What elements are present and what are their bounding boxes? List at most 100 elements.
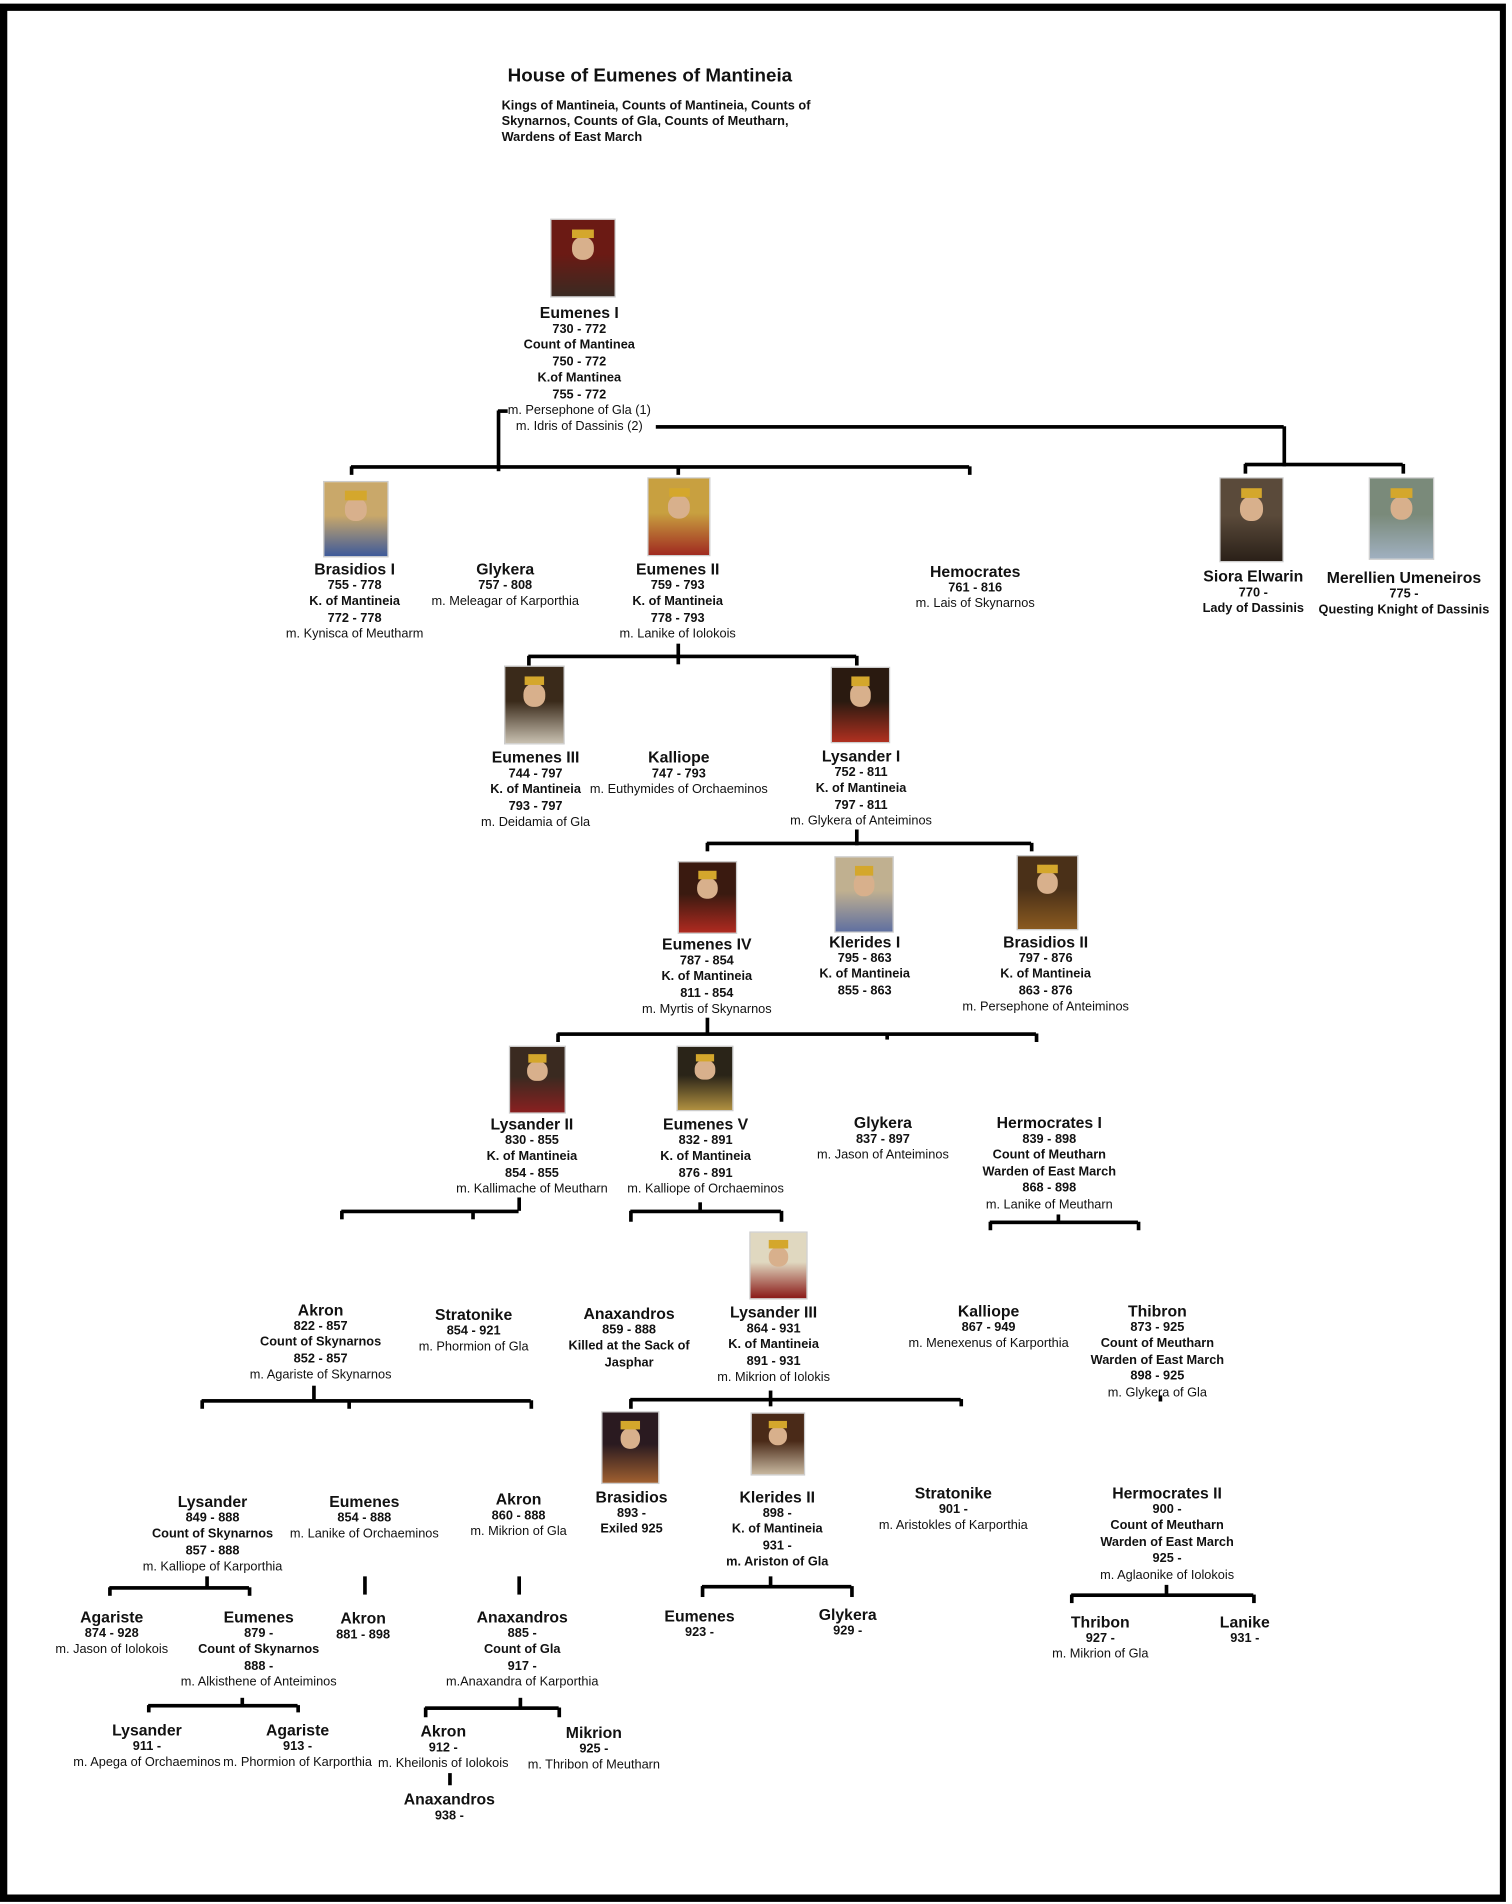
person-name: Eumenes I xyxy=(539,303,619,322)
tree-connector-line xyxy=(311,1385,316,1401)
tree-connector-line xyxy=(1400,463,1406,474)
tree-connector-line xyxy=(768,1576,773,1587)
person-marriage: m. Kalliope of Karporthia xyxy=(142,1559,283,1575)
person-detail: K. of Mantineia xyxy=(815,781,907,796)
person-marriage: m. Deidamia of Gla xyxy=(481,815,591,830)
person-marriage: m. Kynisca of Meutharm xyxy=(285,626,424,642)
face-shape xyxy=(1036,872,1059,895)
person-name: Hermocrates II xyxy=(1112,1484,1222,1503)
crown-icon xyxy=(768,1240,788,1249)
crown-icon xyxy=(620,1420,640,1430)
person-name: Klerides I xyxy=(829,932,901,951)
tree-connector-line xyxy=(854,829,859,846)
person-detail: 931 - xyxy=(762,1538,792,1554)
tree-title: House of Eumenes of Mantineia xyxy=(507,65,793,87)
person-detail: 857 - 888 xyxy=(185,1543,240,1558)
person-detail: 927 - xyxy=(1085,1631,1115,1646)
tree-connector-line xyxy=(423,1707,428,1718)
person-name: Lysander III xyxy=(730,1303,818,1322)
face-shape xyxy=(1240,496,1263,522)
person-marriage: m. Jason of Iolokois xyxy=(55,1642,169,1658)
person-detail: K. of Mantineia xyxy=(632,594,724,609)
person-detail: K. of Mantineia xyxy=(309,594,400,609)
crown-icon xyxy=(668,487,690,497)
person-detail: 876 - 891 xyxy=(678,1165,733,1181)
person-name: Stratonike xyxy=(435,1305,513,1324)
tree-connector-line xyxy=(628,1210,633,1222)
person-detail: 925 - xyxy=(1152,1551,1182,1566)
tree-connector-line xyxy=(516,1197,522,1211)
person-marriage: m. Kallimache of Meutharn xyxy=(456,1181,608,1197)
tree-connector-line xyxy=(204,1576,209,1588)
person-name: Akron xyxy=(495,1490,542,1509)
tree-connector-line xyxy=(1136,1221,1141,1231)
person-marriage: m. Kheilonis of Iolokois xyxy=(378,1756,509,1772)
person-detail: 770 - xyxy=(1238,585,1268,600)
person-detail: K. of Mantineia xyxy=(490,782,581,798)
tree-connector-line xyxy=(201,1398,531,1403)
crown-icon xyxy=(854,866,874,876)
tree-connector-line xyxy=(884,1033,889,1040)
person-marriage: m. Alkisthene of Anteiminos xyxy=(180,1675,337,1690)
tree-connector-line xyxy=(148,1703,298,1708)
crown-icon xyxy=(768,1420,787,1429)
tree-connector-line xyxy=(526,655,531,666)
person-detail: 917 - xyxy=(507,1658,537,1674)
person-detail: 795 - 863 xyxy=(837,950,892,966)
person-name: Glykera xyxy=(476,559,535,579)
portrait-image xyxy=(550,218,616,298)
person-detail: 881 - 898 xyxy=(336,1627,391,1642)
tree-connector-line xyxy=(675,466,681,475)
portrait-image xyxy=(601,1411,660,1485)
person-detail: Count of Gla xyxy=(483,1642,561,1658)
person-detail: Lady of Dassinis xyxy=(1202,601,1304,617)
tree-connector-line xyxy=(199,1400,205,1409)
tree-connector-line xyxy=(628,1399,633,1409)
person-detail: 863 - 876 xyxy=(1018,983,1073,999)
person-name: Kalliope xyxy=(648,748,710,767)
person-marriage: m.Anaxandra of Karporthia xyxy=(446,1675,599,1690)
person-detail: 891 - 931 xyxy=(746,1353,801,1369)
portrait-image xyxy=(830,666,891,744)
tree-connector-line xyxy=(1029,842,1034,852)
person-detail: 730 - 772 xyxy=(552,321,607,337)
tree-connector-line xyxy=(107,1587,112,1596)
person-detail: Warden of East March xyxy=(982,1164,1117,1180)
person-detail: K. of Mantineia xyxy=(486,1149,578,1164)
person-detail: 750 - 772 xyxy=(552,354,607,369)
person-marriage: m. Apega of Orchaeminos xyxy=(73,1755,221,1770)
person-name: Glykera xyxy=(818,1605,877,1624)
person-detail: 893 - xyxy=(616,1505,647,1521)
person-name: Anaxandros xyxy=(476,1607,568,1627)
person-detail: 837 - 897 xyxy=(855,1131,910,1147)
face-shape xyxy=(344,498,368,521)
person-marriage: m. Kalliope of Orchaeminos xyxy=(627,1181,784,1197)
person-name: Eumenes V xyxy=(663,1114,749,1134)
crown-icon xyxy=(1390,488,1413,498)
person-name: Eumenes IV xyxy=(662,935,752,954)
person-marriage: m. Phormion of Karporthia xyxy=(223,1755,372,1770)
person-marriage: m. Lais of Skynarnos xyxy=(915,596,1035,612)
tree-connector-line xyxy=(630,1208,781,1214)
person-detail: 830 - 855 xyxy=(504,1133,559,1148)
tree-connector-line xyxy=(768,1390,773,1407)
person-marriage: m. Euthymides of Orchaeminos xyxy=(589,782,768,798)
tree-connector-line xyxy=(425,1705,559,1710)
portrait-image xyxy=(750,1412,806,1476)
person-detail: 793 - 797 xyxy=(508,798,563,814)
person-marriage: m. Aristokles of Karporthia xyxy=(878,1518,1028,1534)
